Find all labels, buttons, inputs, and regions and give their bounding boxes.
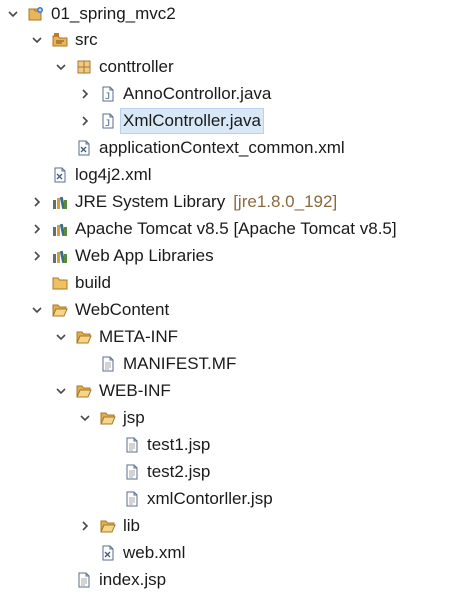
tree-item-applicationcontext-common-xml[interactable]: applicationContext_common.xml xyxy=(0,134,468,161)
folder-open-icon xyxy=(100,518,116,534)
tree-item-label: lib xyxy=(123,515,141,535)
chevron-right-icon[interactable] xyxy=(78,87,92,101)
chevron-right-icon[interactable] xyxy=(78,114,92,128)
tree-item-log4j2-xml[interactable]: log4j2.xml xyxy=(0,161,468,188)
tree-item-web-inf[interactable]: WEB-INF xyxy=(0,377,468,404)
java-file-icon: J xyxy=(100,86,116,102)
xml-file-icon xyxy=(100,545,116,561)
folder-open-icon xyxy=(100,410,116,426)
tree-item-label: index.jsp xyxy=(99,569,167,589)
text-file-icon xyxy=(124,464,140,480)
xml-file-icon xyxy=(52,167,68,183)
xml-file-icon xyxy=(76,140,92,156)
folder-open-icon xyxy=(76,329,92,345)
source-folder-icon xyxy=(52,32,68,48)
tree-item-apache-tomcat-v8-5-apache-tomcat-v8-5[interactable]: Apache Tomcat v8.5 [Apache Tomcat v8.5] xyxy=(0,215,468,242)
tree-item-decoration: [jre1.8.0_192] xyxy=(233,191,338,211)
tree-item-label: web.xml xyxy=(123,542,186,562)
twisty-spacer xyxy=(102,465,116,479)
tree-item-label: src xyxy=(75,29,98,49)
tree-item-label: log4j2.xml xyxy=(75,164,152,184)
tree-item-label: test2.jsp xyxy=(147,461,211,481)
text-file-icon xyxy=(124,437,140,453)
twisty-spacer xyxy=(102,492,116,506)
tree-item-xmlcontorller-jsp[interactable]: xmlContorller.jsp xyxy=(0,485,468,512)
tree-item-annocontrollor-java[interactable]: J AnnoControllor.java xyxy=(0,80,468,107)
tree-item-xmlcontroller-java[interactable]: J XmlController.java xyxy=(0,107,468,134)
tree-item-manifest-mf[interactable]: MANIFEST.MF xyxy=(0,350,468,377)
chevron-right-icon[interactable] xyxy=(30,222,44,236)
svg-text:J: J xyxy=(105,92,110,102)
text-file-icon xyxy=(76,572,92,588)
tree-item-label: 01_spring_mvc2 xyxy=(51,3,176,23)
text-file-icon xyxy=(124,491,140,507)
tree-item-label: applicationContext_common.xml xyxy=(99,137,345,157)
java-file-icon: J xyxy=(100,113,116,129)
chevron-right-icon[interactable] xyxy=(30,249,44,263)
folder-open-icon xyxy=(52,302,68,318)
tree-item-jsp[interactable]: jsp xyxy=(0,404,468,431)
tree-item-test1-jsp[interactable]: test1.jsp xyxy=(0,431,468,458)
library-icon xyxy=(52,248,68,264)
twisty-spacer xyxy=(30,168,44,182)
tree-item-index-jsp[interactable]: index.jsp xyxy=(0,566,468,593)
twisty-spacer xyxy=(78,357,92,371)
twisty-spacer xyxy=(78,546,92,560)
tree-item-label: Web App Libraries xyxy=(75,245,214,265)
tree-item-conttroller[interactable]: conttroller xyxy=(0,53,468,80)
tree-item-label: AnnoControllor.java xyxy=(123,83,272,103)
chevron-down-icon[interactable] xyxy=(30,33,44,47)
folder-open-icon xyxy=(76,383,92,399)
tree-item-label: JRE System Library xyxy=(75,191,226,211)
tree-item-label: MANIFEST.MF xyxy=(123,353,237,373)
tree-item-label: WebContent xyxy=(75,299,170,319)
chevron-right-icon[interactable] xyxy=(78,519,92,533)
project-icon xyxy=(28,6,44,22)
twisty-spacer xyxy=(102,438,116,452)
text-file-icon xyxy=(100,356,116,372)
tree-item-label: conttroller xyxy=(99,56,174,76)
tree-item-lib[interactable]: lib xyxy=(0,512,468,539)
chevron-down-icon[interactable] xyxy=(54,60,68,74)
library-icon xyxy=(52,194,68,210)
library-icon xyxy=(52,221,68,237)
svg-text:J: J xyxy=(105,119,110,129)
tree-item-label: XmlController.java xyxy=(120,107,264,134)
tree-item-meta-inf[interactable]: META-INF xyxy=(0,323,468,350)
tree-item-web-app-libraries[interactable]: Web App Libraries xyxy=(0,242,468,269)
tree-item-jre-system-library[interactable]: JRE System Library [jre1.8.0_192] xyxy=(0,188,468,215)
chevron-down-icon[interactable] xyxy=(54,384,68,398)
chevron-down-icon[interactable] xyxy=(30,303,44,317)
twisty-spacer xyxy=(54,573,68,587)
tree-item-label: test1.jsp xyxy=(147,434,211,454)
tree-item-web-xml[interactable]: web.xml xyxy=(0,539,468,566)
chevron-down-icon[interactable] xyxy=(54,330,68,344)
chevron-right-icon[interactable] xyxy=(30,195,44,209)
package-icon xyxy=(76,59,92,75)
tree-item-label: META-INF xyxy=(99,326,179,346)
twisty-spacer xyxy=(54,141,68,155)
chevron-down-icon[interactable] xyxy=(6,7,20,21)
tree-item-src[interactable]: src xyxy=(0,26,468,53)
tree-item-build[interactable]: build xyxy=(0,269,468,296)
tree-item-label: build xyxy=(75,272,111,292)
tree-item-label: WEB-INF xyxy=(99,380,171,400)
twisty-spacer xyxy=(30,276,44,290)
tree-item-label: Apache Tomcat v8.5 [Apache Tomcat v8.5] xyxy=(75,218,397,238)
chevron-down-icon[interactable] xyxy=(78,411,92,425)
tree-item-label: jsp xyxy=(123,407,145,427)
tree-item-01-spring-mvc2[interactable]: 01_spring_mvc2 xyxy=(0,0,468,27)
folder-icon xyxy=(52,275,68,291)
tree-item-label: xmlContorller.jsp xyxy=(147,488,273,508)
tree-item-webcontent[interactable]: WebContent xyxy=(0,296,468,323)
tree-item-test2-jsp[interactable]: test2.jsp xyxy=(0,458,468,485)
